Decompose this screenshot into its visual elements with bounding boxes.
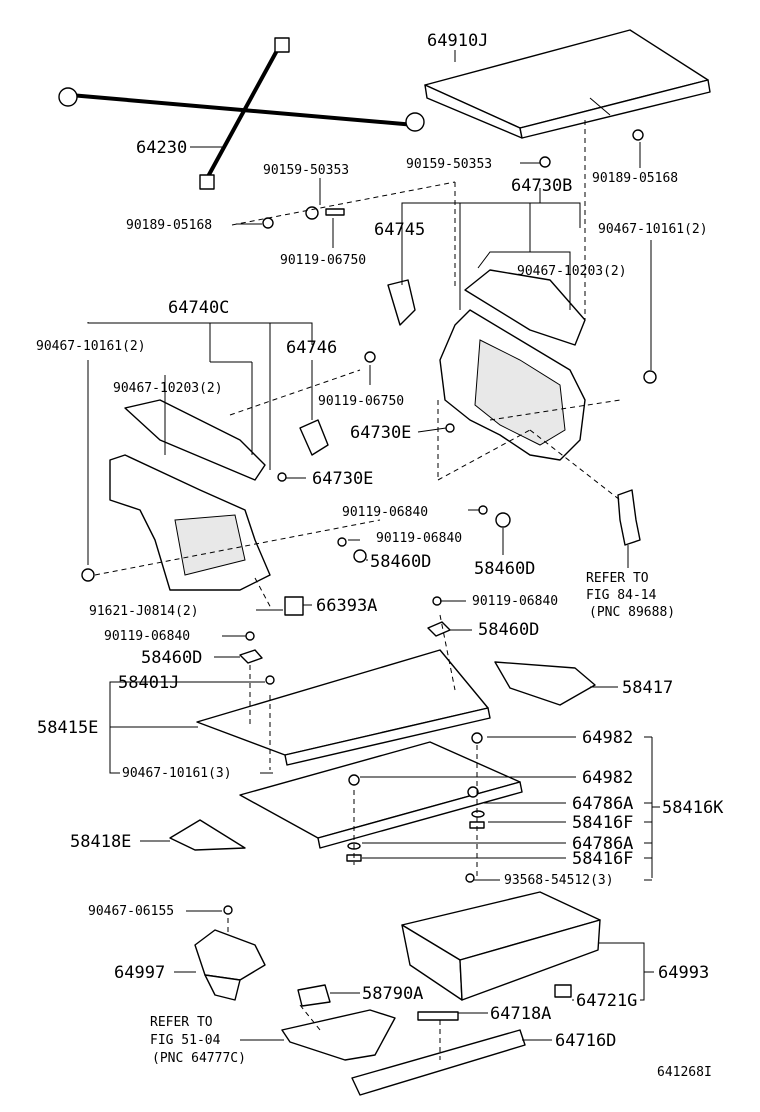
label-58415E: 58415E	[37, 718, 98, 738]
label-90467-06155: 90467-06155	[88, 904, 174, 919]
label-fig-84-14: FIG 84-14	[586, 588, 657, 603]
leader-lines	[87, 50, 660, 1041]
label-90159-50353-right: 90159-50353	[406, 157, 492, 172]
part-64910J-tray	[424, 29, 711, 139]
dashed-lines	[94, 120, 621, 1060]
label-64745: 64745	[374, 220, 425, 240]
label-93568-54512: 93568-54512(3)	[504, 873, 614, 888]
label-90159-50353-left: 90159-50353	[263, 163, 349, 178]
label-64982-b: 64982	[582, 768, 633, 788]
label-90467-10203-left: 90467-10203(2)	[113, 381, 223, 396]
label-90467-10161-left: 90467-10161(2)	[36, 339, 146, 354]
label-64730B: 64730B	[511, 176, 572, 196]
label-58460D-c: 58460D	[478, 620, 539, 640]
label-64721G: 64721G	[576, 991, 637, 1011]
part-labels: 64910J 64230 90159-50353 90159-50353 901…	[36, 31, 724, 1080]
label-90119-06750-mid: 90119-06750	[318, 394, 404, 409]
part-refer-bracket	[617, 489, 641, 546]
label-64718A: 64718A	[490, 1004, 551, 1024]
label-90119-06840-b: 90119-06840	[376, 531, 462, 546]
label-64910J: 64910J	[427, 31, 488, 51]
label-90189-05168-right: 90189-05168	[592, 171, 678, 186]
label-90467-10161-3: 90467-10161(3)	[122, 766, 232, 781]
label-90119-06840-d: 90119-06840	[104, 629, 190, 644]
part-58415E-deck-board	[196, 649, 491, 766]
part-58417	[494, 661, 596, 706]
label-64997: 64997	[114, 963, 165, 983]
label-91621-j0814: 91621-J0814(2)	[89, 604, 199, 619]
part-64230-brace	[58, 37, 425, 190]
label-pnc-89688: (PNC 89688)	[589, 605, 675, 620]
label-64993: 64993	[658, 963, 709, 983]
label-64730E-left: 64730E	[312, 469, 373, 489]
part-64745-cover	[387, 279, 416, 326]
label-64716D: 64716D	[555, 1031, 616, 1051]
label-64740C: 64740C	[168, 298, 229, 318]
label-90467-10161-right: 90467-10161(2)	[598, 222, 708, 237]
label-90119-06750-top: 90119-06750	[280, 253, 366, 268]
label-58401J: 58401J	[118, 673, 179, 693]
label-diagram-code: 641268I	[657, 1065, 712, 1080]
label-64786A-b: 64786A	[572, 834, 633, 854]
label-90467-10203-right: 90467-10203(2)	[517, 264, 627, 279]
label-64746: 64746	[286, 338, 337, 358]
label-90119-06840-a: 90119-06840	[342, 505, 428, 520]
label-fig-51-04: FIG 51-04	[150, 1033, 221, 1048]
part-64746-cover	[299, 419, 329, 456]
part-64730B-right-trim	[439, 269, 586, 461]
label-58460D-d: 58460D	[141, 648, 202, 668]
label-refer-to-2: REFER TO	[586, 571, 649, 586]
label-58790A: 58790A	[362, 984, 423, 1004]
part-64993-box	[401, 891, 601, 1001]
label-64982-a: 64982	[582, 728, 633, 748]
label-58460D-b: 58460D	[474, 559, 535, 579]
label-58416K: 58416K	[662, 798, 724, 818]
part-64997	[194, 905, 266, 1001]
label-58416F-b: 58416F	[572, 849, 633, 869]
label-58418E: 58418E	[70, 832, 131, 852]
label-90189-05168-left: 90189-05168	[126, 218, 212, 233]
label-90119-06840-c: 90119-06840	[472, 594, 558, 609]
label-58460D-a: 58460D	[370, 552, 431, 572]
label-64730E-right: 64730E	[350, 423, 411, 443]
label-58417: 58417	[622, 678, 673, 698]
label-64786A-a: 64786A	[572, 794, 633, 814]
fasteners-mid	[239, 505, 511, 685]
fasteners-top	[81, 129, 657, 582]
label-refer-to-1: REFER TO	[150, 1015, 213, 1030]
part-58418E	[169, 819, 246, 851]
label-58416F-a: 58416F	[572, 813, 633, 833]
part-64740C-left-trim	[109, 399, 271, 591]
part-lower-trims	[281, 984, 526, 1096]
label-66393A: 66393A	[316, 596, 377, 616]
part-58416K-floor	[239, 732, 523, 849]
label-pnc-64777C: (PNC 64777C)	[152, 1051, 246, 1066]
label-64230: 64230	[136, 138, 187, 158]
